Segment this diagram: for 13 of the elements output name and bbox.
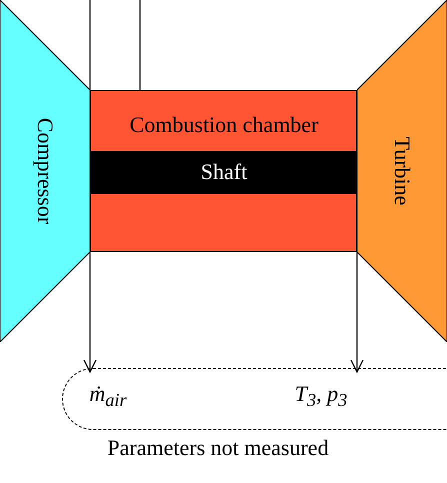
region-caption: Parameters not measured	[107, 435, 329, 461]
connector-line	[89, 0, 91, 90]
turbine-inlet-label: T$_{3}$, p$_{3}$	[294, 380, 348, 412]
shaft-band	[91, 151, 358, 194]
chamber-label: Combustion chamber	[130, 112, 318, 138]
combustion-chamber-box	[90, 90, 357, 252]
shaft-label: Shaft	[200, 159, 248, 185]
arrow	[83, 252, 97, 373]
connector-line	[139, 0, 141, 90]
compressor-label: Compressor	[32, 118, 58, 224]
arrow	[350, 252, 364, 373]
air-mass-flow-label: ṁ$_{air}$	[89, 380, 127, 412]
turbine-label: Turbine	[389, 136, 415, 206]
